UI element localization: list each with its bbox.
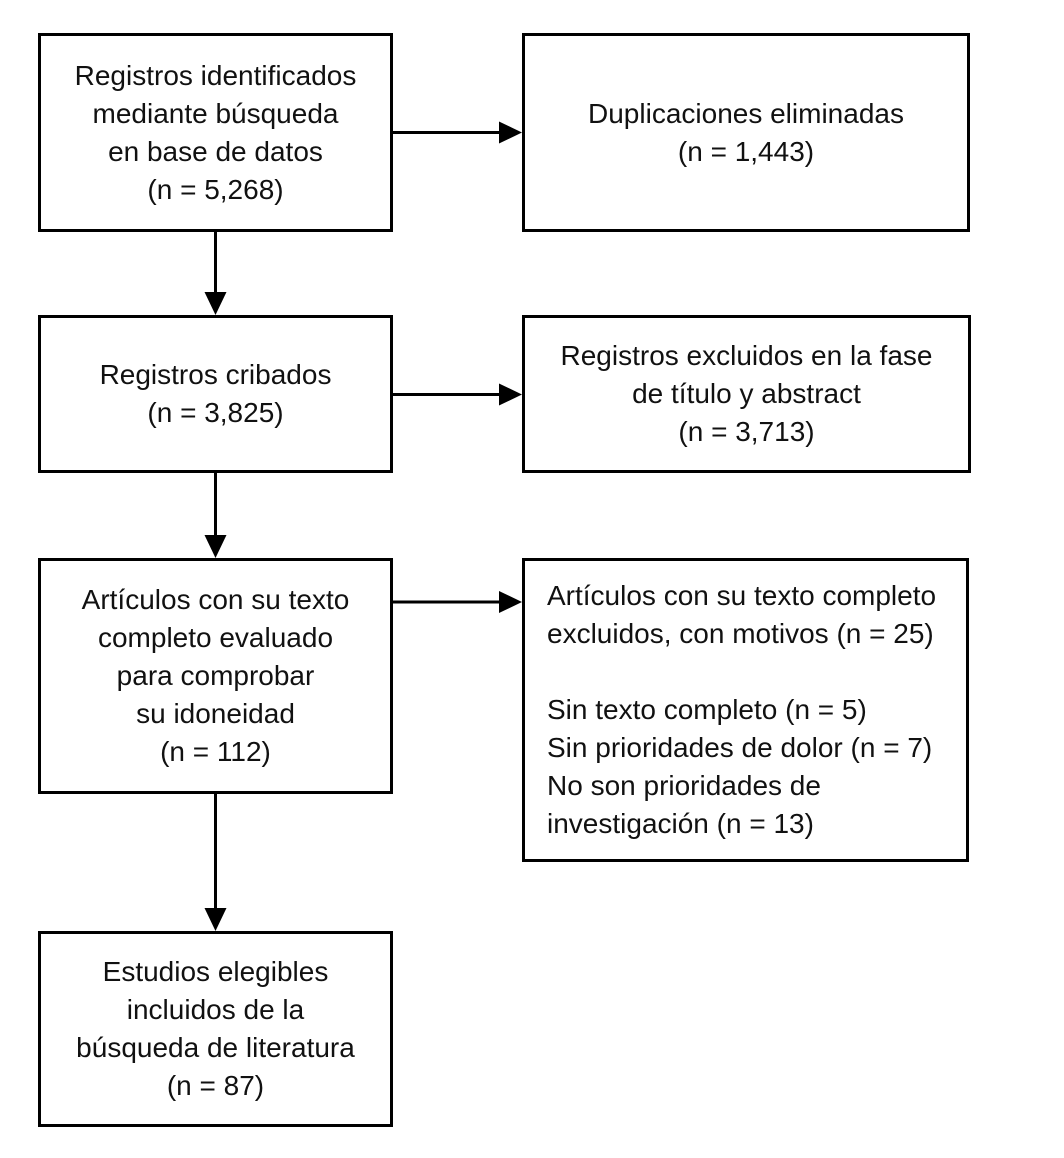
flow-box-fulltext-excluded-with-reasons: Artículos con su texto completo excluido…	[522, 558, 969, 862]
flow-box-records-identified: Registros identificados mediante búsqued…	[38, 33, 393, 232]
arrow-fulltext-to-excluded-icon	[392, 591, 522, 613]
flow-box-studies-included: Estudios elegibles incluidos de la búsqu…	[38, 931, 393, 1127]
arrow-identified-to-duplicates-icon	[393, 121, 522, 144]
arrow-screened-to-fulltext-icon	[204, 473, 227, 558]
arrow-identified-to-screened-icon	[204, 232, 227, 315]
flow-box-records-screened: Registros cribados (n = 3,825)	[38, 315, 393, 473]
flow-box-records-excluded-title-abstract: Registros excluidos en la fase de título…	[522, 315, 971, 473]
flow-box-duplicates-removed: Duplicaciones eliminadas (n = 1,443)	[522, 33, 970, 232]
flow-box-fulltext-assessed: Artículos con su texto completo evaluado…	[38, 558, 393, 794]
arrow-screened-to-excluded-icon	[393, 383, 522, 406]
arrow-fulltext-to-included-icon	[204, 794, 227, 931]
